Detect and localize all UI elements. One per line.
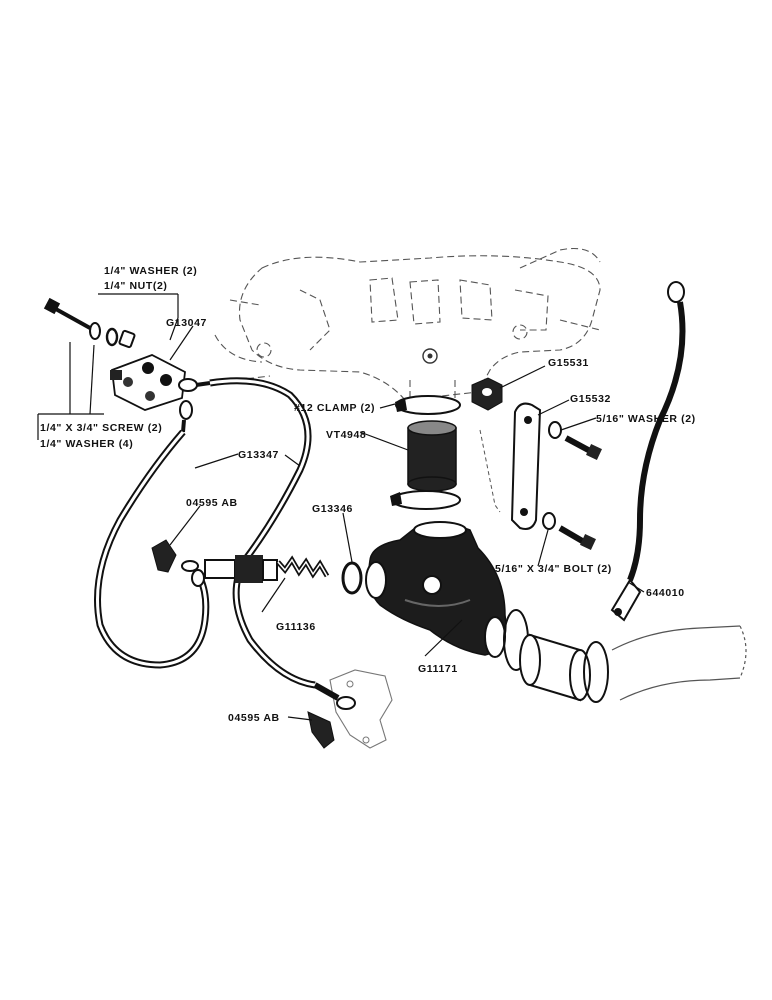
label-bolt-516: 5/16" X 3/4" BOLT (2): [495, 563, 612, 575]
bracket-g15532: [510, 402, 542, 530]
gasket: [341, 561, 363, 595]
clamp-top: [395, 395, 461, 415]
label-g13047: G13047: [166, 317, 207, 329]
sending-unit: [204, 555, 330, 583]
clamp-bottom: [390, 490, 461, 510]
fitting-04595ab-bottom: [307, 711, 335, 749]
ground-strap: [610, 281, 686, 622]
label-screw-line2: 1/4" WASHER (4): [40, 438, 133, 450]
bolts-and-washers: [542, 421, 602, 550]
thermostat-cylinder: [407, 420, 457, 492]
label-clamp: #12 CLAMP (2): [294, 402, 375, 414]
screw-and-washers: [43, 297, 136, 349]
thermostat-housing: [365, 521, 507, 658]
label-g13346: G13346: [312, 503, 353, 515]
label-04595ab-bottom: 04595 AB: [228, 712, 280, 724]
fitting-04595ab-top: [151, 539, 205, 587]
label-washer-nut-line2: 1/4" NUT(2): [104, 280, 168, 292]
leader-lines: [37, 293, 645, 721]
outlet-housing-outline: [611, 625, 747, 701]
nut-g15531: [471, 377, 503, 411]
wire-g13347: [94, 377, 356, 710]
label-644010: 644010: [646, 587, 685, 599]
hose-assembly: [503, 609, 609, 703]
label-vt4948: VT4948: [326, 429, 366, 441]
label-g11171: G11171: [418, 663, 458, 675]
label-g13347: G13347: [238, 449, 279, 461]
wire-lug: [178, 378, 211, 433]
label-04595ab-top: 04595 AB: [186, 497, 238, 509]
bracket-outline: [329, 669, 393, 749]
terminal-block: [110, 354, 186, 411]
label-washer-516: 5/16" WASHER (2): [596, 413, 696, 425]
manifold-outline: [214, 247, 601, 410]
label-g11136: G11136: [276, 621, 316, 633]
label-g15531: G15531: [548, 357, 589, 369]
label-washer-nut-line1: 1/4" WASHER (2): [104, 265, 197, 277]
label-g15532: G15532: [570, 393, 611, 405]
label-screw-line1: 1/4" X 3/4" SCREW (2): [40, 422, 162, 434]
